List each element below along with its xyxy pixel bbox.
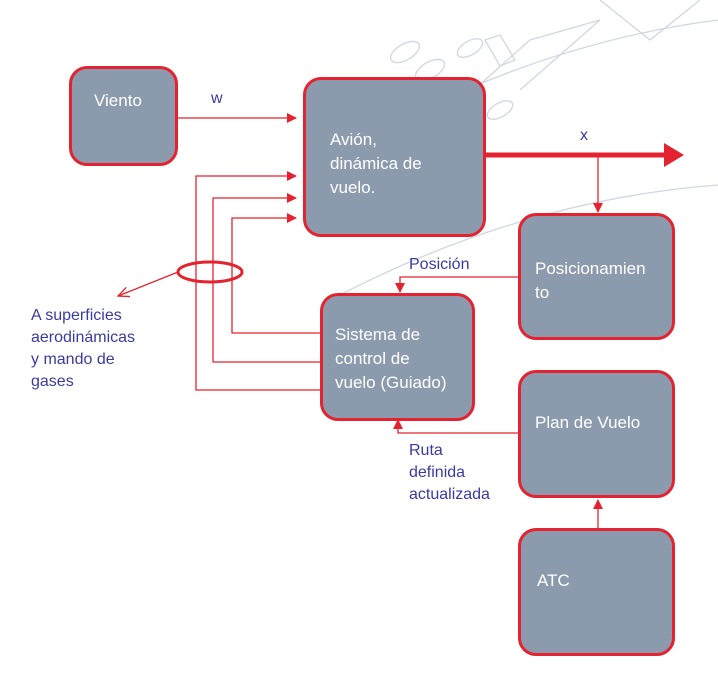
control-line-2 <box>212 193 322 363</box>
node-sistema-line-1: Sistema de <box>335 325 421 344</box>
node-viento-label: Viento <box>94 91 142 110</box>
node-avion-line-1: Avión, <box>330 130 377 149</box>
label-ruta-line-1: Ruta <box>409 442 443 459</box>
node-atc-label: ATC <box>537 571 570 590</box>
node-plan-vuelo: Plan de Vuelo <box>518 370 675 498</box>
node-posicionamiento-line-2: to <box>535 283 550 302</box>
background-aircraft-watermark <box>329 0 718 301</box>
arrow-ruta <box>393 419 518 434</box>
label-ruta-line-2: definida <box>409 464 466 481</box>
node-posicionamiento-line-1: Posicionamien <box>535 259 646 278</box>
label-superficies: A superficies aerodinámicas y mando de g… <box>31 305 135 393</box>
node-sistema-control: Sistema de control de vuelo (Guiado) <box>320 293 475 421</box>
control-line-1 <box>231 213 322 334</box>
node-posicionamiento: Posicionamien to <box>518 213 675 340</box>
node-avion-line-2: dinámica de <box>330 154 422 173</box>
label-ruta: Ruta definida actualizada <box>409 440 490 506</box>
arrow-x-head <box>664 143 684 167</box>
label-superficies-line-1: A superficies <box>31 307 122 324</box>
label-x: x <box>580 127 588 144</box>
label-superficies-line-2: aerodinámicas <box>31 329 136 346</box>
node-atc: ATC <box>518 528 675 656</box>
node-viento: Viento <box>69 66 178 166</box>
control-line-3 <box>195 171 322 391</box>
arrow-to-superficies <box>118 271 179 296</box>
node-avion-line-3: vuelo. <box>330 178 376 197</box>
label-ruta-line-3: actualizada <box>409 486 490 503</box>
label-w: w <box>211 90 223 107</box>
label-superficies-line-3: y mando de <box>31 351 115 368</box>
arrow-posicion <box>395 276 518 293</box>
label-posicion: Posición <box>409 256 470 273</box>
node-sistema-line-2: control de <box>335 349 410 368</box>
node-avion: Avión, dinámica de vuelo. <box>303 77 486 237</box>
label-superficies-line-4: gases <box>31 373 74 390</box>
node-sistema-line-3: vuelo (Guiado) <box>335 373 447 392</box>
node-plan-vuelo-label: Plan de Vuelo <box>535 413 641 432</box>
